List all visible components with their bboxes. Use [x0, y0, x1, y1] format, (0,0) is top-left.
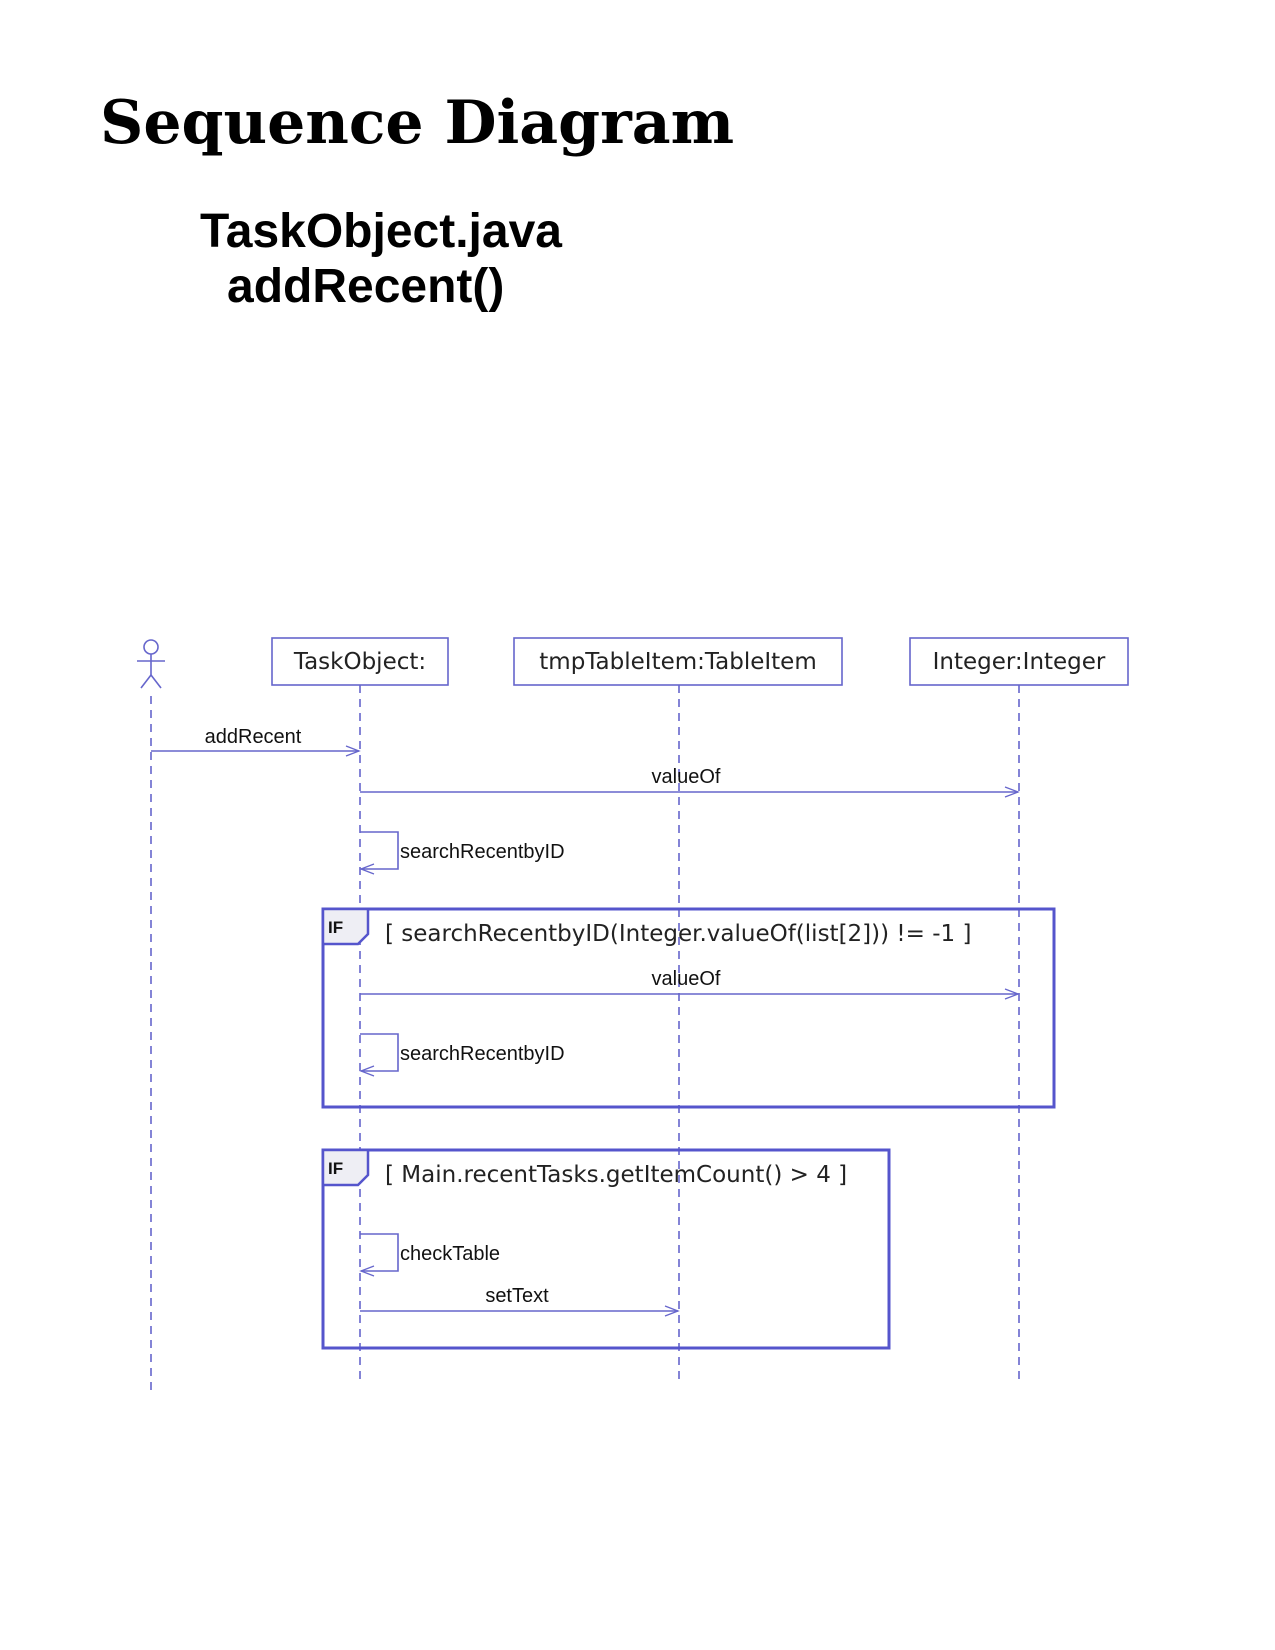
message-label: addRecent [205, 726, 302, 748]
actor-icon [137, 639, 165, 689]
file-name: TaskObject.java [200, 205, 562, 258]
lifeline-head-integer: Integer:Integer [909, 637, 1129, 686]
message-valueof-2: valueOf [360, 968, 1020, 1000]
message-label: searchRecentbyID [400, 841, 565, 863]
message-label: searchRecentbyID [400, 1043, 565, 1065]
message-valueof-1: valueOf [360, 766, 1020, 798]
lifeline-head-tmptableitem: tmpTableItem:TableItem [513, 637, 843, 686]
message-searchrecentbyid-2: searchRecentbyID [359, 1033, 565, 1077]
fragment-guard-1: [ searchRecentbyID(Integer.valueOf(list[… [385, 921, 971, 947]
fragment-if-2: IF [ Main.recentTasks.getItemCount() > 4… [321, 1148, 891, 1350]
lifeline-head-taskobject: TaskObject: [271, 637, 449, 686]
method-name: addRecent() [227, 260, 505, 313]
message-checktable: checkTable [359, 1233, 500, 1277]
message-searchrecentbyid-1: searchRecentbyID [359, 831, 565, 875]
lifeline-label-tmptableitem: tmpTableItem:TableItem [539, 649, 816, 675]
fragment-operator-1: IF [328, 918, 343, 937]
message-label: valueOf [652, 766, 721, 788]
fragment-guard-2: [ Main.recentTasks.getItemCount() > 4 ] [385, 1162, 847, 1188]
message-label: setText [485, 1285, 549, 1307]
page-title: Sequence Diagram [100, 88, 735, 158]
lifeline-label-integer: Integer:Integer [933, 649, 1106, 675]
fragment-operator-2: IF [328, 1159, 343, 1178]
message-settext: setText [360, 1285, 680, 1317]
message-label: valueOf [652, 968, 721, 990]
fragment-if-1: IF [ searchRecentbyID(Integer.valueOf(li… [321, 907, 1056, 1109]
message-label: checkTable [400, 1243, 500, 1265]
message-addrecent: addRecent [151, 726, 361, 757]
lifeline-label-taskobject: TaskObject: [293, 649, 426, 675]
